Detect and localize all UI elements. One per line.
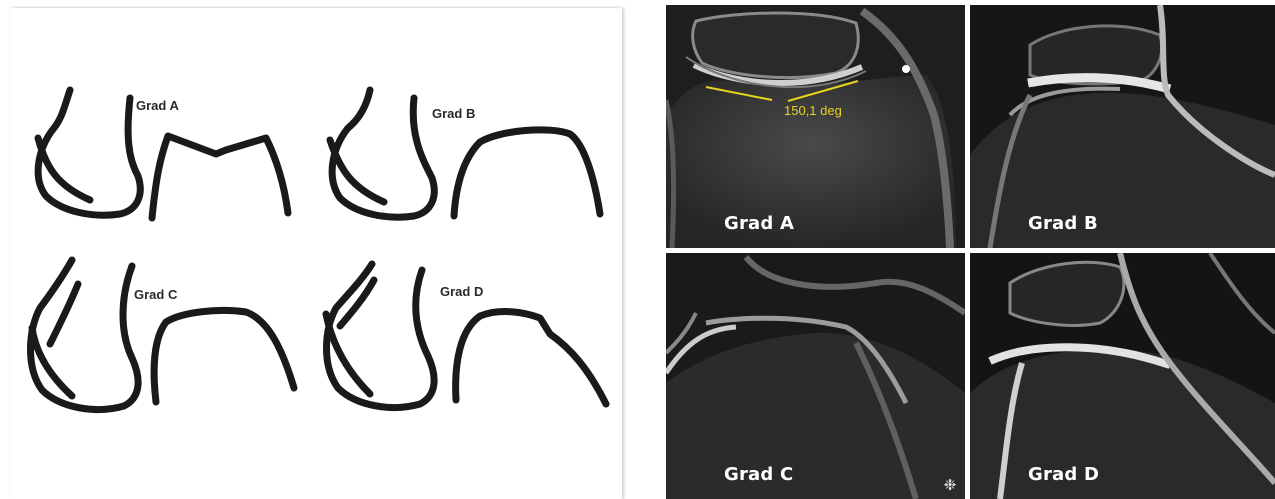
mri-image-grade-d: [970, 253, 1275, 499]
mri-tile-grade-c: ❉ Grad C: [666, 253, 965, 499]
sketch-label-grade-a: Grad A: [136, 98, 179, 113]
mri-figure-panel: 150,1 deg Grad A Grad B ❉ Grad C: [666, 5, 1275, 499]
mri-tile-grade-d: Grad D: [970, 253, 1275, 499]
mri-label-grade-c: Grad C: [724, 464, 793, 485]
sketch-c-trochlea: [154, 310, 294, 402]
mri-image-grade-b: [970, 5, 1275, 248]
angle-measurement: 150,1 deg: [784, 103, 842, 118]
sketch-figure-panel: Grad A Grad B Grad C Grad D: [10, 8, 622, 499]
sketch-label-grade-b: Grad B: [432, 106, 475, 121]
mri-label-grade-b: Grad B: [1028, 213, 1098, 234]
sketch-c-patella-outer: [31, 260, 139, 409]
mri-label-grade-a: Grad A: [724, 213, 794, 234]
sketch-d-patella-outer: [327, 264, 435, 407]
mri-image-grade-a: [666, 5, 965, 248]
sketch-drawings: [10, 8, 622, 499]
scanner-logo-icon: ❉: [941, 477, 959, 495]
sketch-b-trochlea: [454, 130, 600, 216]
sketch-label-grade-d: Grad D: [440, 284, 483, 299]
sketch-d-trochlea: [456, 312, 606, 404]
sketch-a-trochlea: [152, 136, 288, 218]
sketch-label-grade-c: Grad C: [134, 287, 177, 302]
mri-tile-grade-b: Grad B: [970, 5, 1275, 248]
mri-label-grade-d: Grad D: [1028, 464, 1099, 485]
sketch-grade-c: [31, 260, 295, 409]
mri-image-grade-c: [666, 253, 965, 499]
mri-tile-grade-a: 150,1 deg Grad A: [666, 5, 965, 248]
